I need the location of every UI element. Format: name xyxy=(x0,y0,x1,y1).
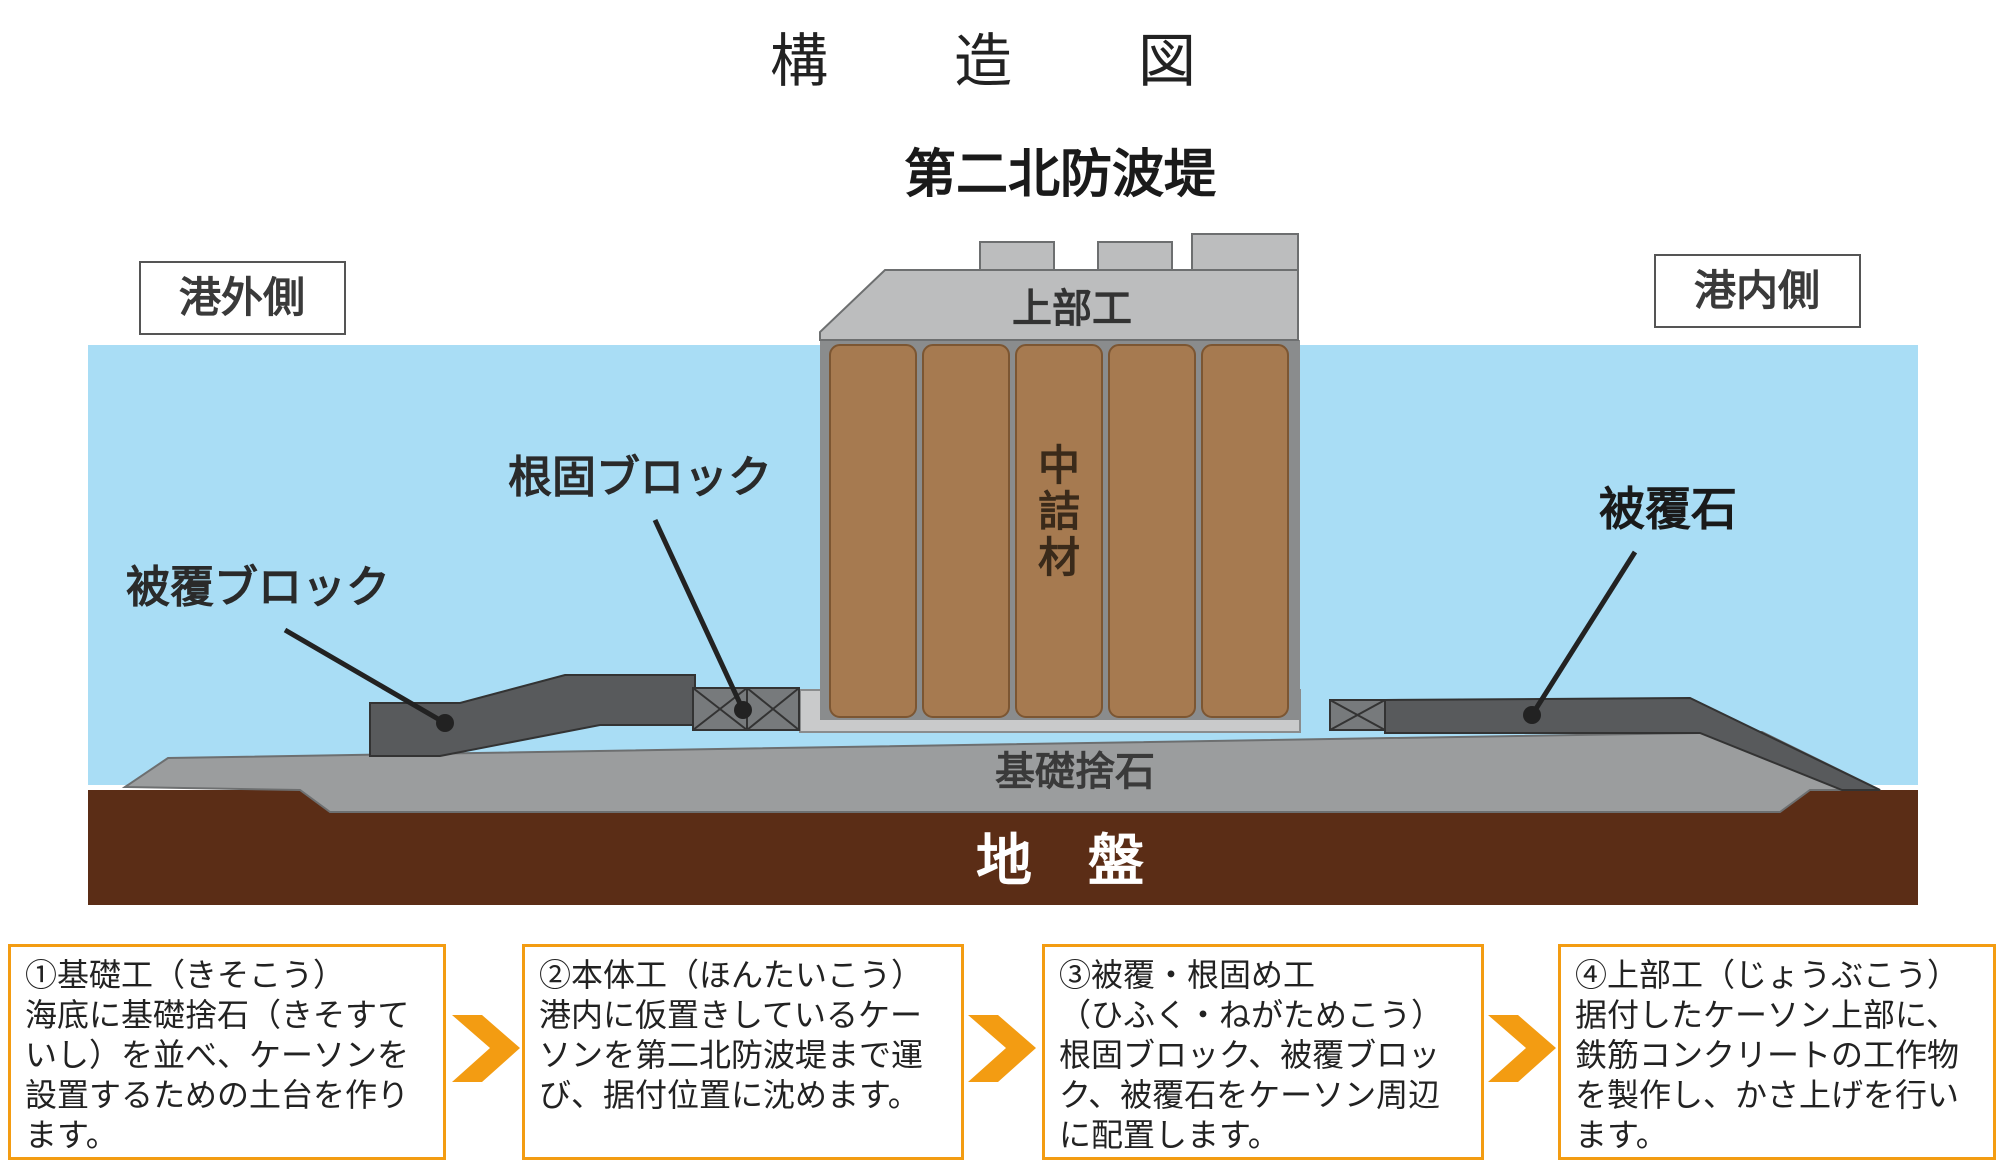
inner-side-label: 港内側 xyxy=(1694,266,1820,315)
step-arrow-2 xyxy=(968,1015,1036,1082)
foundation-rubble xyxy=(121,730,1881,813)
leader-armor-stone xyxy=(1529,550,1638,717)
step-text: 港内に仮置きしているケー xyxy=(539,996,923,1034)
step-text: 鉄筋コンクリートの工作物 xyxy=(1575,1036,1960,1074)
step-text: ク、被覆石をケーソン周辺 xyxy=(1059,1076,1441,1114)
filling-char: 材 xyxy=(1038,533,1080,582)
step-text: び、据付位置に沈めます。 xyxy=(539,1076,920,1114)
outer-side-box xyxy=(139,261,346,335)
ground-label: 地 盤 xyxy=(976,829,1144,894)
caisson-cell xyxy=(829,344,917,718)
step-text: 設置するための土台を作り xyxy=(25,1076,410,1114)
step-text: （ひふく・ねがためこう） xyxy=(1059,996,1444,1034)
step-box-main-body-work: ②本体工（ほんたいこう） 港内に仮置きしているケー ソンを第二北防波堤まで運 び… xyxy=(522,944,964,1160)
step-title: ③被覆・根固め工 xyxy=(1059,956,1316,994)
step-box-superstructure-work: ④上部工（じょうぶこう） 据付したケーソン上部に、 鉄筋コンクリートの工作物 を… xyxy=(1558,944,1996,1160)
step-text: いし）を並べ、ケーソンを xyxy=(25,1036,410,1074)
step-text: に配置します。 xyxy=(1059,1116,1280,1154)
step-text: を製作し、かさ上げを行い xyxy=(1575,1076,1960,1114)
step-text: 据付したケーソン上部に、 xyxy=(1575,996,1959,1034)
breakwater-heading: 第二北防波堤 xyxy=(904,145,1217,205)
parapet xyxy=(1191,233,1299,271)
outer-side-label: 港外側 xyxy=(179,273,305,322)
superstructure-label: 上部工 xyxy=(1012,286,1132,332)
step-title: ②本体工（ほんたいこう） xyxy=(539,956,924,994)
armor-block-label: 被覆ブロック xyxy=(126,562,390,613)
root-block-right xyxy=(1329,699,1386,731)
step-arrow-1 xyxy=(452,1015,520,1082)
foundation-label: 基礎捨石 xyxy=(995,749,1155,795)
filling-char: 詰 xyxy=(1038,487,1080,536)
step-text: 根固ブロック、被覆ブロッ xyxy=(1059,1036,1441,1074)
filling-char: 中 xyxy=(1038,441,1080,490)
step-text: 海底に基礎捨石（きそすて xyxy=(25,996,410,1034)
parapet xyxy=(1097,241,1173,271)
caisson-cell xyxy=(1201,344,1289,718)
armor-stone-label: 被覆石 xyxy=(1599,482,1737,536)
step-box-armor-root-work: ③被覆・根固め工 （ひふく・ねがためこう） 根固ブロック、被覆ブロッ ク、被覆石… xyxy=(1042,944,1484,1160)
caisson-cell xyxy=(1015,344,1103,718)
parapet xyxy=(979,241,1055,271)
caisson-cell xyxy=(922,344,1010,718)
step-title: ①基礎工（きそこう） xyxy=(25,956,346,994)
page-title: 構 造 図 xyxy=(769,27,1230,95)
ground xyxy=(88,790,1918,905)
step-arrow-3 xyxy=(1488,1015,1556,1082)
step-text: ます。 xyxy=(1575,1116,1668,1154)
leader-root-block xyxy=(652,518,746,712)
step-text: ソンを第二北防波堤まで運 xyxy=(539,1036,924,1074)
caisson-cell xyxy=(1108,344,1196,718)
step-text: ます。 xyxy=(25,1116,118,1154)
leader-armor-block xyxy=(283,627,447,726)
step-box-foundation-work: ①基礎工（きそこう） 海底に基礎捨石（きそすて いし）を並べ、ケーソンを 設置す… xyxy=(8,944,446,1160)
root-block-label: 根固ブロック xyxy=(508,452,772,503)
root-block-left xyxy=(692,687,800,731)
armor-stone-layer xyxy=(1384,696,1881,791)
step-title: ④上部工（じょうぶこう） xyxy=(1575,956,1960,994)
inner-side-box xyxy=(1654,254,1861,328)
